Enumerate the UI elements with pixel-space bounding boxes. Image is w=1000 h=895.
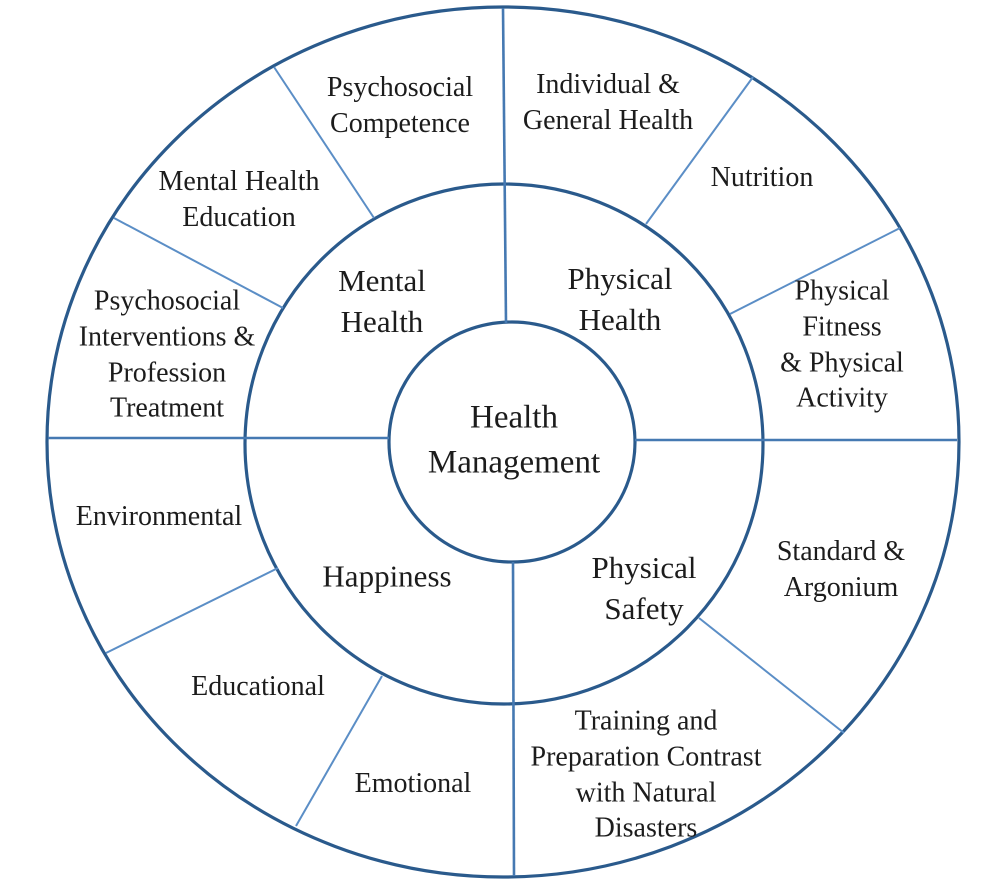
label-physical-fitness-activity: Physical Fitness & Physical Activity: [780, 275, 904, 414]
label-nutrition: Nutrition: [710, 162, 814, 194]
label-psychosocial-competence: Psychosocial Competence: [326, 72, 474, 139]
label-happiness: Happiness: [322, 558, 452, 594]
divider-top-vertical: [501, 7, 508, 324]
divider-individual-general-health-nutrition: [645, 76, 754, 225]
divider-psychosocial-competence-mental-health-education: [273, 66, 375, 219]
label-standard-argonium: Standard & Argonium: [776, 536, 906, 603]
label-mental-health: Mental Health: [338, 262, 426, 339]
divider-mental-health-education-psychosocial-interventions: [113, 217, 284, 309]
divider-educational-emotional: [295, 675, 383, 827]
label-physical-health: Physical Health: [567, 260, 673, 337]
label-individual-general-health: Individual & General Health: [522, 69, 694, 136]
divider-nutrition-physical-fitness: [729, 227, 901, 315]
divider-bottom-vertical: [511, 561, 516, 877]
divider-standard-argonium-training: [698, 617, 845, 734]
label-physical-safety: Physical Safety: [591, 549, 697, 626]
divider-environmental-educational: [105, 567, 279, 654]
label-environmental: Environmental: [75, 501, 243, 533]
label-educational: Educational: [191, 671, 325, 703]
label-mental-health-education: Mental Health Education: [158, 166, 320, 233]
inner-circle: [387, 320, 637, 564]
label-training-preparation: Training and Preparation Contrast with N…: [530, 705, 762, 844]
label-psychosocial-interventions: Psychosocial Interventions & Profession …: [78, 285, 256, 424]
outer-circle: [45, 5, 961, 879]
label-health-management: Health Management: [427, 399, 601, 480]
label-emotional: Emotional: [354, 768, 472, 800]
